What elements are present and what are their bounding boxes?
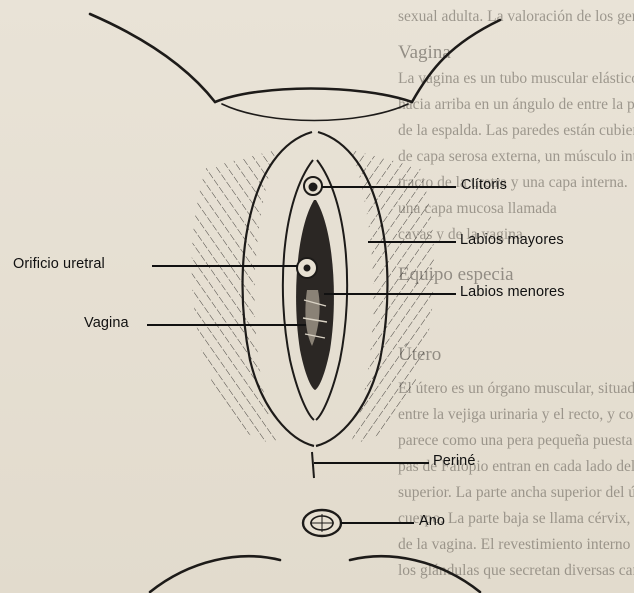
clitoris-shape xyxy=(304,177,322,195)
body-outline xyxy=(90,14,500,592)
label-ano: Ano xyxy=(419,513,445,529)
perineum-line xyxy=(312,452,314,478)
label-orificio-uretral: Orificio uretral xyxy=(13,256,105,272)
anus-shape xyxy=(303,510,341,536)
label-labios-menores: Labios menores xyxy=(460,284,565,300)
label-perine: Periné xyxy=(433,453,476,469)
label-vagina: Vagina xyxy=(84,315,129,331)
label-labios-mayores: Labios mayores xyxy=(460,232,564,248)
label-clitoris: Clítoris xyxy=(461,177,507,193)
urethral-orifice-shape xyxy=(297,258,317,278)
